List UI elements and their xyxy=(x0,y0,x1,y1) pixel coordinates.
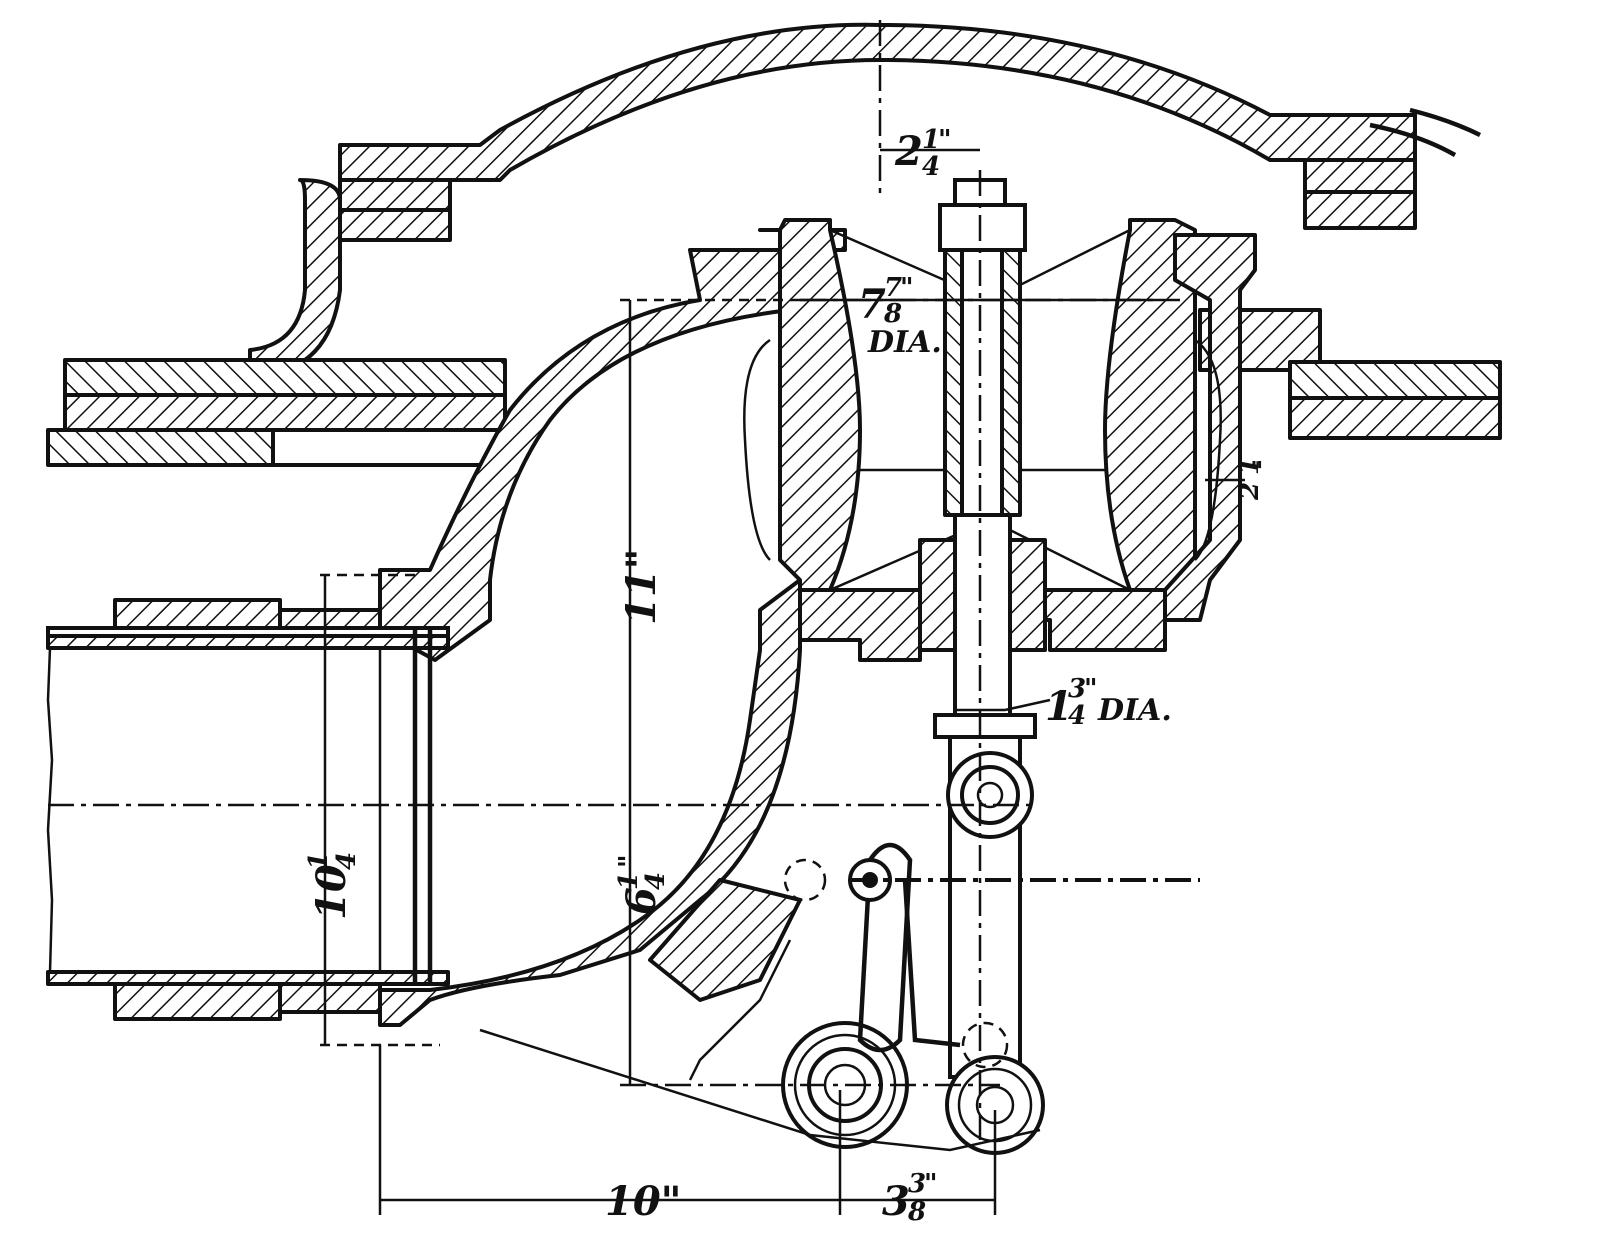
svg-text:6: 6 xyxy=(618,887,665,915)
svg-text:1: 1 xyxy=(922,125,940,155)
dimension-1-3-4-dia: 1 3 4 " DIA. xyxy=(1045,674,1172,731)
dimension-7-7-8-dia: 7 7 8 " DIA. xyxy=(858,273,942,360)
svg-text:DIA.: DIA. xyxy=(867,325,942,360)
hanger-link xyxy=(479,842,1041,1152)
dimension-11: 11" xyxy=(618,548,665,625)
svg-text:4: 4 xyxy=(1068,701,1086,731)
svg-text:7: 7 xyxy=(858,281,886,328)
svg-text:": " xyxy=(614,854,644,868)
svg-text:10": 10" xyxy=(605,1178,682,1225)
dimension-1-2: 1 2 " xyxy=(1235,457,1265,501)
left-tube xyxy=(46,598,450,1021)
dimension-3-3-8: 3 3 8 " xyxy=(882,1169,938,1227)
svg-text:3: 3 xyxy=(1068,674,1086,704)
svg-text:8: 8 xyxy=(883,299,902,329)
svg-text:4: 4 xyxy=(332,852,362,870)
spring-pocket xyxy=(743,218,1257,662)
svg-text:1: 1 xyxy=(1235,457,1265,475)
left-flange-plates xyxy=(46,178,507,467)
svg-text:7: 7 xyxy=(884,273,902,303)
svg-text:": " xyxy=(1084,674,1098,704)
svg-text:4: 4 xyxy=(922,152,940,182)
svg-text:1: 1 xyxy=(614,872,644,890)
svg-text:": " xyxy=(924,1169,938,1199)
svg-text:10: 10 xyxy=(308,864,355,920)
svg-text:11": 11" xyxy=(618,548,665,625)
svg-text:8: 8 xyxy=(907,1197,926,1227)
svg-text:": " xyxy=(938,125,952,155)
svg-text:1: 1 xyxy=(304,852,334,870)
dimension-10: 10" xyxy=(605,1178,682,1225)
dimension-10-1-4: 10 1 4 xyxy=(304,852,362,920)
dimension-2-1-4: 2 1 4 " xyxy=(894,125,952,182)
svg-text:4: 4 xyxy=(641,872,671,890)
svg-text:3: 3 xyxy=(882,1178,910,1225)
dimension-lines xyxy=(323,148,1245,1215)
center-bolt xyxy=(918,178,1047,1079)
svg-text:DIA.: DIA. xyxy=(1097,693,1172,728)
svg-text:": " xyxy=(900,273,914,303)
svg-text:1: 1 xyxy=(1045,683,1073,730)
svg-text:2: 2 xyxy=(1235,482,1265,501)
svg-text:2: 2 xyxy=(894,128,923,175)
svg-text:3: 3 xyxy=(908,1169,926,1199)
upper-pin xyxy=(946,751,1034,839)
svg-text:": " xyxy=(1250,457,1264,487)
dimension-6-1-4: 6 1 4 " xyxy=(614,854,671,915)
